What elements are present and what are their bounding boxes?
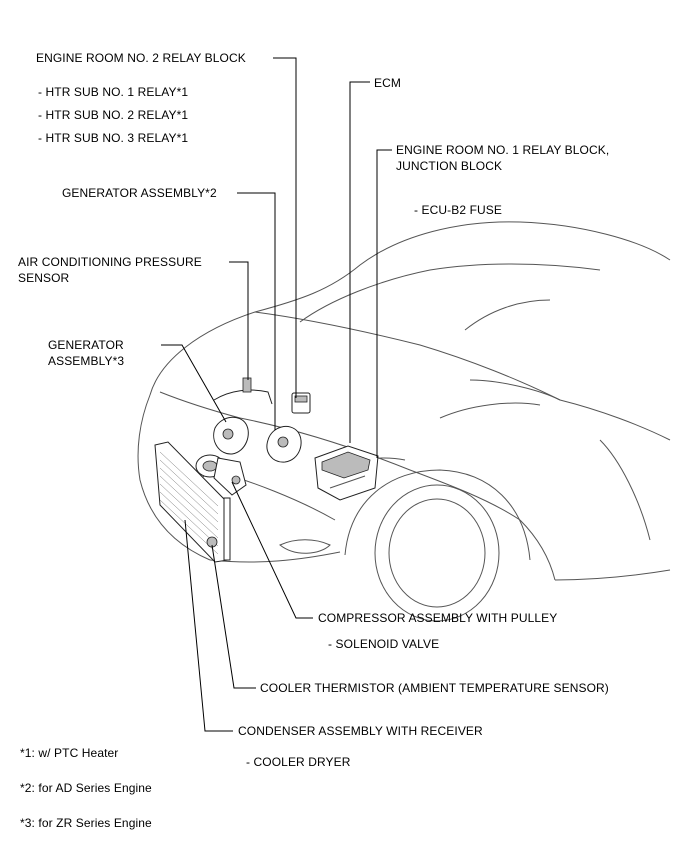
compressor-part: [195, 454, 247, 496]
label-compressor: COMPRESSOR ASSEMBLY WITH PULLEY: [318, 611, 558, 625]
footnote-1: *1: w/ PTC Heater: [20, 746, 119, 760]
label-htr-sub-2: - HTR SUB NO. 2 RELAY*1: [38, 108, 189, 122]
label-ecu-b2-fuse: - ECU-B2 FUSE: [414, 203, 502, 217]
label-htr-sub-1: - HTR SUB NO. 1 RELAY*1: [38, 85, 189, 99]
label-relay-block-2: ENGINE ROOM NO. 2 RELAY BLOCK: [36, 51, 246, 65]
label-ecm: ECM: [374, 76, 401, 90]
footnote-3: *3: for ZR Series Engine: [20, 816, 152, 830]
label-generator-3-line2: ASSEMBLY*3: [48, 354, 125, 368]
label-ac-pressure-line2: SENSOR: [18, 271, 70, 285]
label-ac-pressure-line1: AIR CONDITIONING PRESSURE: [18, 255, 202, 269]
label-generator-2: GENERATOR ASSEMBLY*2: [62, 186, 217, 200]
vehicle-outline: [137, 221, 671, 622]
relay-block-1-part: [314, 445, 379, 501]
label-relay-block-1-line1: ENGINE ROOM NO. 1 RELAY BLOCK,: [396, 143, 610, 157]
generator-assembly-2-part: [266, 425, 302, 463]
label-relay-block-1-line2: JUNCTION BLOCK: [396, 159, 503, 173]
label-solenoid-valve: - SOLENOID VALVE: [328, 637, 440, 651]
relay-block-2-part: [291, 392, 311, 414]
leader-lines: [161, 57, 392, 732]
label-cooler-dryer: - COOLER DRYER: [246, 755, 351, 769]
label-htr-sub-3: - HTR SUB NO. 3 RELAY*1: [38, 131, 189, 145]
label-cooler-thermistor: COOLER THERMISTOR (AMBIENT TEMPERATURE S…: [260, 681, 609, 695]
label-generator-3-line1: GENERATOR: [48, 338, 124, 352]
footnote-2: *2: for AD Series Engine: [20, 781, 152, 795]
generator-assembly-3-part: [213, 416, 249, 455]
label-condenser: CONDENSER ASSEMBLY WITH RECEIVER: [238, 724, 483, 738]
ac-pressure-sensor-part: [213, 377, 273, 405]
